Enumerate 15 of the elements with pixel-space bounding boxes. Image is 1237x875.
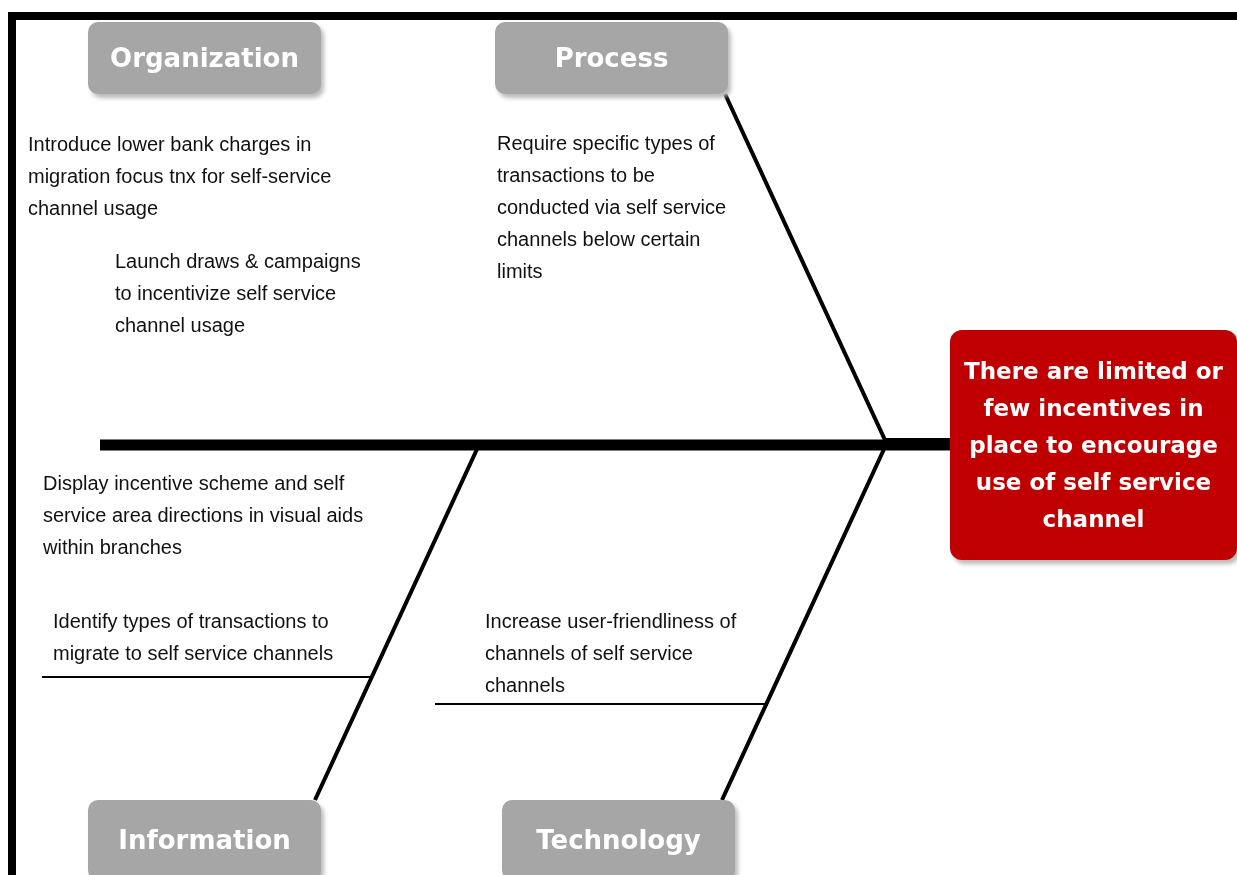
leader-line	[434, 703, 766, 705]
cause-text: Display incentive scheme and self service area directions in visual aids within branches	[43, 467, 393, 563]
bone-line	[723, 93, 950, 442]
leader-line	[41, 676, 371, 678]
category-box: Information	[88, 800, 321, 875]
cause-text: Increase user-friendliness of channels of self service channels	[435, 605, 765, 704]
cause-text: Require specific types of transactions to be conducted via self service channels below certain limits	[497, 127, 737, 287]
cause-text: Launch draws & campaigns to incentivize self service channel usage	[115, 245, 373, 341]
category-box: Technology	[502, 800, 735, 875]
category-box: Process	[495, 22, 728, 94]
cause-text: Identify types of transactions to migrate to self service channels	[42, 605, 372, 677]
effect-box: There are limited or few incentives in place to encourage use of self service channel	[950, 330, 1237, 560]
category-box: Organization	[88, 22, 321, 94]
cause-text: Introduce lower bank charges in migration focus tnx for self-service channel usage	[28, 128, 338, 224]
spine-line	[100, 439, 950, 451]
